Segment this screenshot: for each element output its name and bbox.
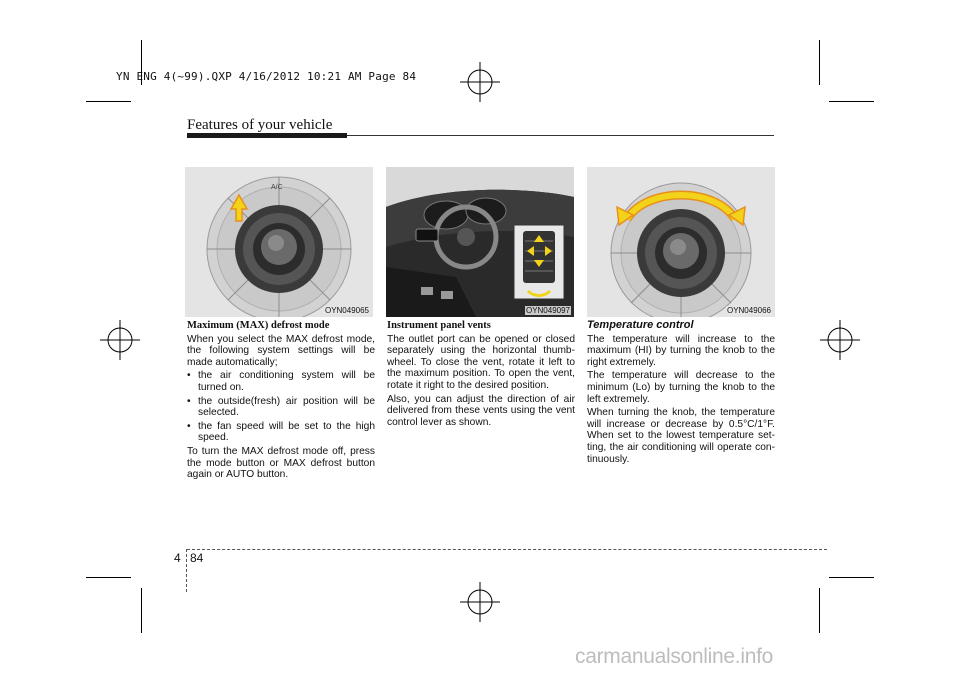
vent-arrow-down-icon	[534, 260, 544, 267]
heading-instrument-panel-vents: Instrument panel vents	[387, 320, 491, 331]
paragraph: The outlet port can be opened or closed …	[387, 333, 575, 391]
column-instrument-panel-vents: Instrument panel vents The outlet port c…	[387, 320, 575, 430]
figure-code: OYN049065	[323, 306, 370, 315]
watermark: carmanualsonline.info	[575, 645, 773, 668]
thumbwheel-arrow-icon	[526, 289, 552, 297]
heading-temperature-control: Temperature control	[587, 319, 694, 331]
header-rule-thin	[347, 135, 774, 136]
paragraph: The temperature will decrease to the min…	[587, 370, 775, 405]
bullet-item: the outside(fresh) air position will be …	[187, 396, 375, 419]
print-slug: YN ENG 4(~99).QXP 4/16/2012 10:21 AM Pag…	[116, 70, 417, 83]
header-rule	[187, 133, 347, 138]
paragraph: Also, you can adjust the direction of ai…	[387, 393, 575, 428]
figure-code: OYN049066	[725, 306, 772, 315]
bullet-item: the fan speed will be set to the high sp…	[187, 421, 375, 444]
vent-arrow-right-icon	[545, 246, 552, 256]
page-number: 84	[190, 551, 204, 565]
ac-label: A/C	[271, 184, 283, 191]
figure-instrument-panel-vents: OYN049097	[386, 167, 574, 317]
footer-rule	[187, 549, 827, 550]
registration-mark-bottom	[460, 582, 500, 622]
paragraph: The temperature will increase to the max…	[587, 333, 775, 368]
vent-arrow-up-icon	[534, 235, 544, 242]
arrow-right-icon	[727, 205, 746, 227]
footer-rule-vertical	[186, 549, 187, 592]
vent-arrow-left-icon	[527, 246, 534, 256]
paragraph: To turn the MAX defrost mode off, press …	[187, 445, 375, 481]
registration-mark-top	[460, 62, 500, 102]
chapter-number: 4	[174, 551, 181, 565]
paragraph: When turning the knob, the temperature w…	[587, 407, 775, 465]
heading-max-defrost: Maximum (MAX) defrost mode	[187, 320, 330, 331]
registration-mark-right	[820, 320, 860, 360]
figure-code: OYN049097	[524, 306, 571, 315]
arrow-left-icon	[616, 205, 635, 227]
figure-temperature-control: OYN049066	[587, 167, 775, 317]
figure-max-defrost: A/C OYN049065	[185, 167, 373, 317]
up-arrow-icon	[229, 193, 249, 222]
bullet-item: the air conditioning system will be turn…	[187, 370, 375, 393]
column-temperature-control: Temperature control The temperature will…	[587, 319, 775, 467]
section-title: Features of your vehicle	[187, 117, 333, 133]
column-max-defrost: Maximum (MAX) defrost mode When you sele…	[187, 320, 375, 483]
paragraph: When you select the MAX defrost mode, th…	[187, 333, 375, 368]
registration-mark-left	[100, 320, 140, 360]
